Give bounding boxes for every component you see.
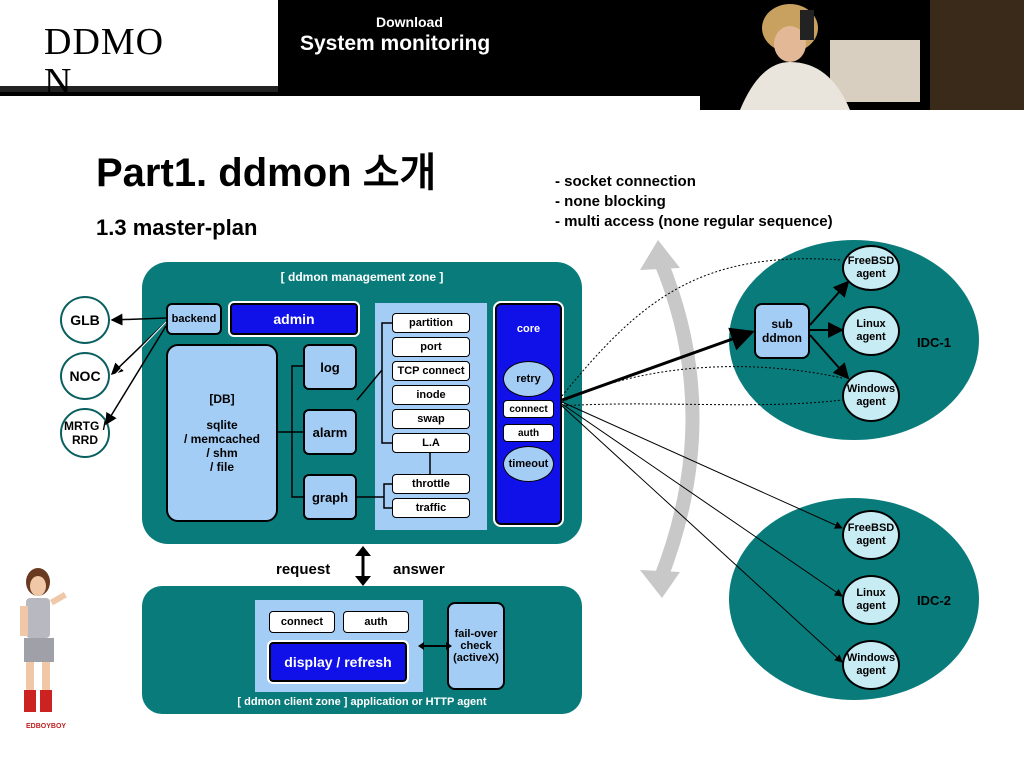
note-item: - multi access (none regular sequence): [555, 213, 833, 230]
answer-label: answer: [393, 561, 445, 578]
log-box: log: [303, 344, 357, 390]
mascot-figure: EDBOYBOY: [20, 568, 67, 730]
check-la: L.A: [392, 433, 470, 453]
banner-subtitle: Download: [376, 14, 443, 30]
db-line: / file: [209, 460, 234, 474]
idc1-freebsd-agent: FreeBSD agent: [842, 245, 900, 291]
logo: DDMON: [44, 21, 165, 103]
core-retry: retry: [503, 361, 554, 397]
logo-area: [0, 0, 278, 92]
mascot-logo: EDBOYBOY: [26, 723, 66, 730]
admin-box: admin: [228, 301, 360, 337]
idc2-freebsd-agent: FreeBSD agent: [842, 510, 900, 560]
idc-2-label: IDC-2: [917, 593, 951, 608]
page-title: Part1. ddmon 소개: [96, 151, 437, 195]
mrtg-node: MRTG / RRD: [60, 408, 110, 458]
noc-node: NOC: [60, 352, 110, 400]
db-box: [DB] sqlite / memcached / shm / file: [166, 344, 278, 522]
db-line: / memcached: [183, 432, 261, 446]
management-zone-label: [ ddmon management zone ]: [280, 270, 444, 284]
header-photo: [700, 0, 1024, 110]
check-port: port: [392, 337, 470, 357]
glb-node: GLB: [60, 296, 110, 344]
flow-traffic: traffic: [392, 498, 470, 518]
db-line: sqlite: [206, 418, 238, 432]
idc-1-label: IDC-1: [917, 335, 951, 350]
check-inode: inode: [392, 385, 470, 405]
db-line: / shm: [206, 446, 238, 460]
request-answer-arrow: [355, 546, 371, 586]
graph-box: graph: [303, 474, 357, 520]
idc2-windows-agent: Windows agent: [842, 640, 900, 690]
backend-box: backend: [166, 303, 222, 335]
client-zone-label: [ ddmon client zone ] application or HTT…: [237, 696, 487, 708]
note-item: - none blocking: [555, 193, 666, 210]
check-partition: partition: [392, 313, 470, 333]
client-connect: connect: [269, 611, 335, 633]
page-subtitle: 1.3 master-plan: [96, 215, 258, 240]
request-label: request: [276, 561, 331, 578]
check-tcp-connect: TCP connect: [392, 361, 470, 381]
core-auth: auth: [503, 424, 554, 442]
sub-ddmon-box: sub ddmon: [754, 303, 810, 359]
idc2-linux-agent: Linux agent: [842, 575, 900, 625]
alarm-box: alarm: [303, 409, 357, 455]
core-connect: connect: [503, 400, 554, 418]
client-auth: auth: [343, 611, 409, 633]
idc1-linux-agent: Linux agent: [842, 306, 900, 356]
check-swap: swap: [392, 409, 470, 429]
failover-box: fail-over check (activeX): [447, 602, 505, 690]
notes: - socket connection - none blocking - mu…: [555, 172, 833, 232]
db-title: [DB]: [209, 392, 235, 406]
core-timeout: timeout: [503, 446, 554, 482]
note-item: - socket connection: [555, 173, 696, 190]
display-refresh-box: display / refresh: [267, 640, 409, 684]
idc1-windows-agent: Windows agent: [842, 370, 900, 422]
flow-throttle: throttle: [392, 474, 470, 494]
sync-arc: [640, 240, 700, 598]
banner-title: System monitoring: [300, 32, 491, 55]
core-label: core: [516, 323, 541, 335]
